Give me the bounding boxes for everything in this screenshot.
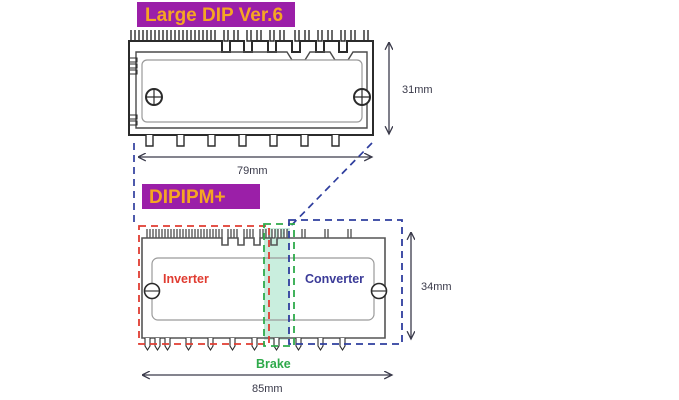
top-module-drawing bbox=[128, 30, 374, 147]
top-module-bottom-pins bbox=[145, 135, 340, 147]
top-module-mounting-holes bbox=[145, 88, 371, 106]
inverter-region-outline bbox=[138, 225, 270, 345]
mounting-hole-right-cross bbox=[354, 89, 370, 105]
top-module-banner: Large DIP Ver.6 bbox=[137, 2, 295, 27]
top-module-height-dimension: 31mm bbox=[389, 42, 433, 134]
brake-region-outline bbox=[263, 223, 295, 347]
top-height-label: 31mm bbox=[402, 84, 433, 96]
bottom-height-label: 34mm bbox=[421, 281, 452, 293]
top-width-label: 79mm bbox=[237, 165, 268, 177]
bottom-module-width-dimension: 85mm bbox=[142, 375, 392, 395]
bottom-module-height-dimension: 34mm bbox=[411, 232, 452, 339]
bottom-width-label: 85mm bbox=[252, 383, 283, 395]
top-banner-label: Large DIP Ver.6 bbox=[145, 5, 283, 26]
bottom-module-drawing bbox=[141, 228, 388, 352]
top-banner-background bbox=[137, 2, 295, 27]
bottom-module-mounting-holes bbox=[143, 282, 388, 300]
top-module-top-pins bbox=[130, 30, 369, 42]
converter-region-outline bbox=[288, 219, 403, 345]
converter-label: Converter bbox=[305, 272, 364, 286]
brake-label: Brake bbox=[256, 357, 291, 371]
top-module-side-fins bbox=[129, 57, 138, 126]
bottom-banner-background bbox=[142, 184, 260, 209]
bottom-module-body-outline bbox=[141, 237, 386, 339]
bottom-module-banner: DIPIPM+ bbox=[142, 184, 260, 209]
mounting-hole-left-cross bbox=[146, 89, 162, 105]
top-module-inner-plate bbox=[141, 59, 363, 123]
bottom-banner-label: DIPIPM+ bbox=[149, 187, 226, 208]
top-module-width-dimension: 79mm bbox=[138, 157, 372, 177]
inverter-label: Inverter bbox=[163, 272, 209, 286]
